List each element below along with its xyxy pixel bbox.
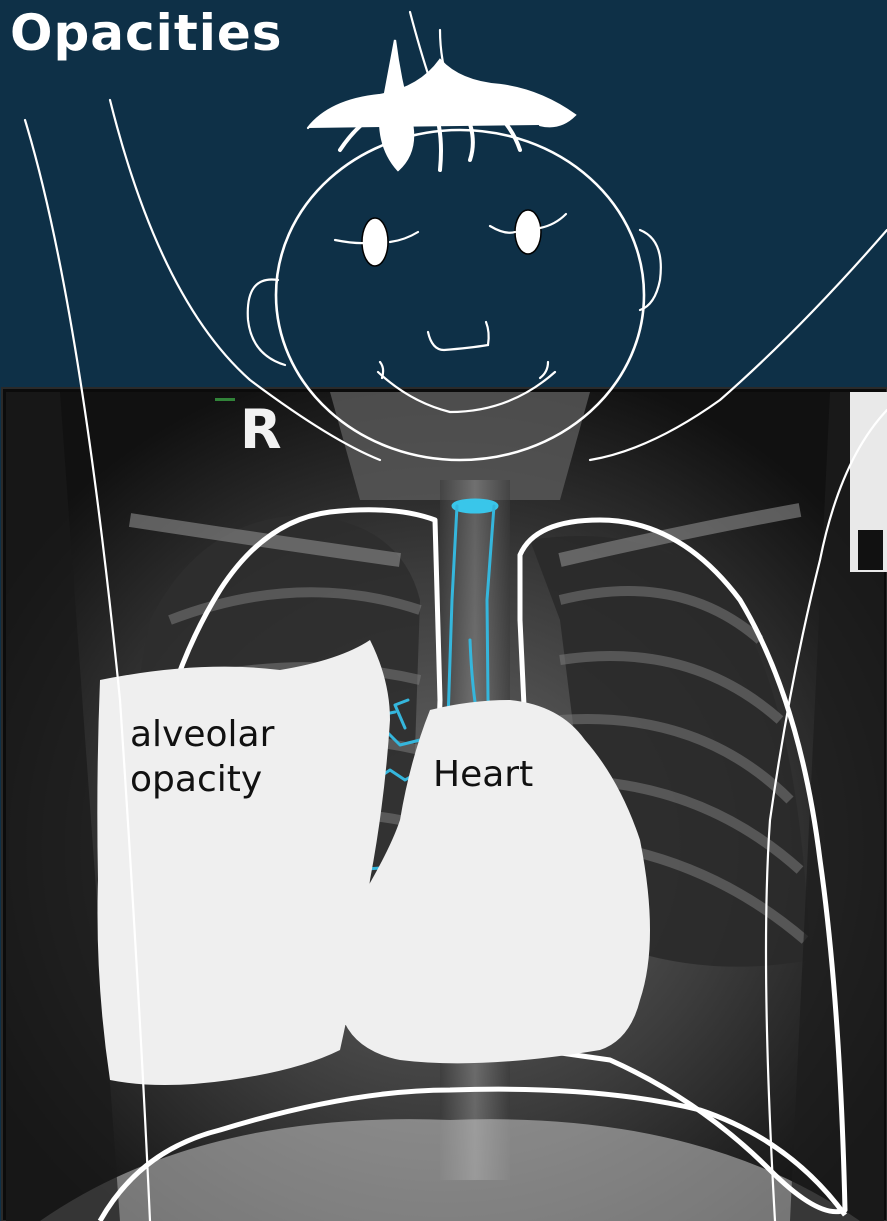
alveolar-label-line1: alveolar bbox=[130, 712, 274, 757]
alveolar-opacity-label: alveolar opacity bbox=[130, 712, 274, 802]
alveolar-label-line2: opacity bbox=[130, 757, 274, 802]
slide-title: Opacities bbox=[10, 4, 283, 62]
xray-side-marker: R bbox=[240, 398, 282, 461]
heart-label: Heart bbox=[433, 752, 533, 797]
